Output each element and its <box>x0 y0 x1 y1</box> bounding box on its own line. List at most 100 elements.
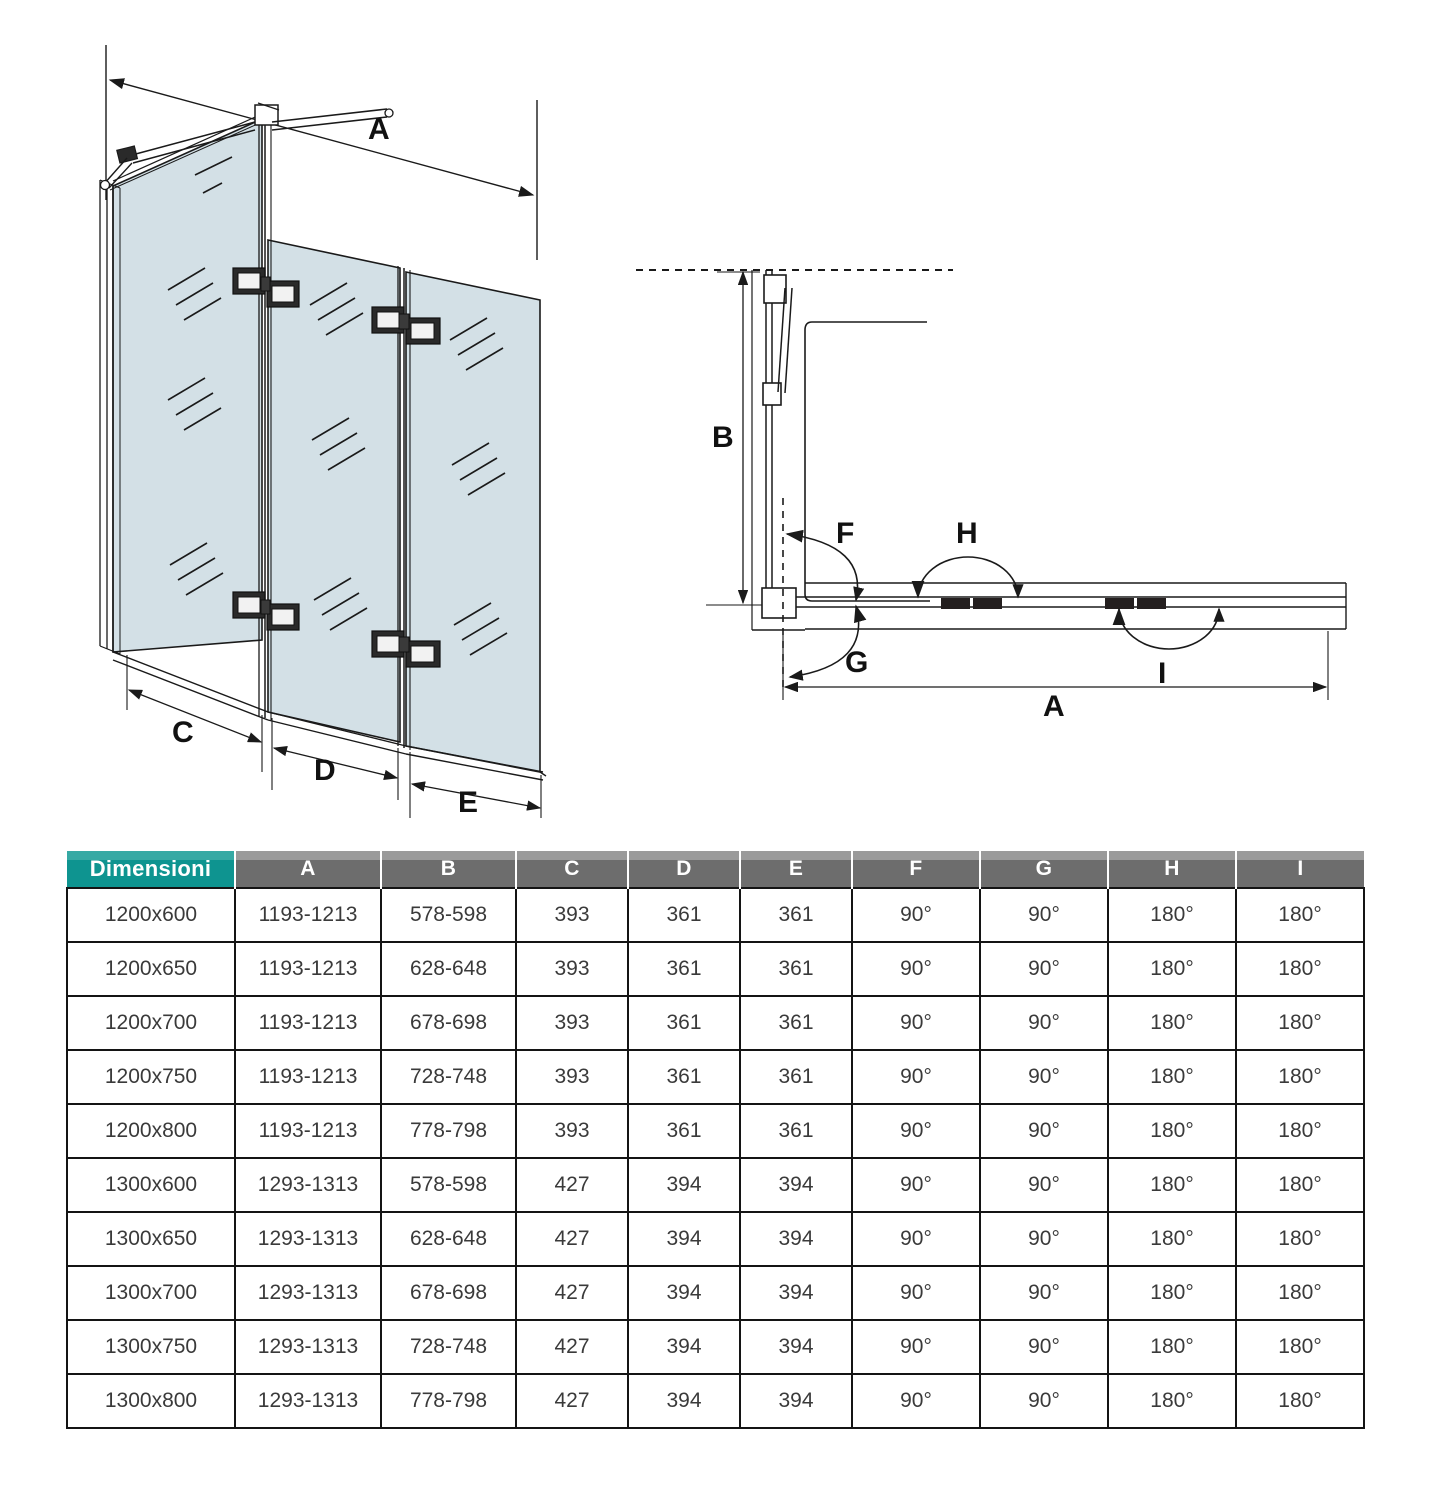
label-F: F <box>836 517 854 550</box>
cell-value-b: 778-798 <box>380 1103 517 1159</box>
cell-value-g: 90° <box>979 1373 1109 1429</box>
column-header-g: G <box>980 851 1109 888</box>
cell-value-b: 628-648 <box>380 941 517 997</box>
dim-line-d <box>272 746 399 780</box>
column-header-d: D <box>628 851 741 888</box>
glass-panel-middle <box>267 239 401 744</box>
label-H: H <box>956 517 978 550</box>
hinge-top-left <box>232 267 300 308</box>
cell-value-i: 180° <box>1235 1373 1365 1429</box>
table-header-row: Dimensioni A B C D E F G H I <box>67 851 1364 888</box>
cell-value-i: 180° <box>1235 941 1365 997</box>
cell-value-b: 728-748 <box>380 1049 517 1105</box>
cell-dimension-name: 1200x800 <box>66 1103 236 1159</box>
bottom-track <box>752 582 1347 631</box>
cell-value-a: 1193-1213 <box>234 1103 382 1159</box>
drawing-svg: A C D E B <box>99 45 1347 819</box>
cell-value-c: 427 <box>515 1265 629 1321</box>
cell-value-d: 394 <box>627 1211 741 1267</box>
cell-dimension-name: 1200x650 <box>66 941 236 997</box>
cell-value-b: 778-798 <box>380 1373 517 1429</box>
cell-value-a: 1193-1213 <box>234 941 382 997</box>
cell-value-a: 1193-1213 <box>234 887 382 943</box>
cell-value-f: 90° <box>851 1373 981 1429</box>
cell-value-f: 90° <box>851 887 981 943</box>
column-header-h: H <box>1108 851 1237 888</box>
cell-value-a: 1293-1313 <box>234 1319 382 1375</box>
plan-view-group: B <box>636 269 1347 723</box>
column-header-f: F <box>852 851 981 888</box>
cell-value-e: 394 <box>739 1319 853 1375</box>
cell-value-b: 578-598 <box>380 1157 517 1213</box>
label-G: G <box>845 646 868 679</box>
hinge-top-right <box>371 306 441 345</box>
cell-value-i: 180° <box>1235 1103 1365 1159</box>
cell-value-h: 180° <box>1107 1049 1237 1105</box>
column-header-i: I <box>1236 851 1364 888</box>
plan-hinge-blocks <box>941 598 1166 609</box>
cell-value-b: 628-648 <box>380 1211 517 1267</box>
cell-value-b: 678-698 <box>380 995 517 1051</box>
cell-value-a: 1293-1313 <box>234 1265 382 1321</box>
cell-value-d: 394 <box>627 1373 741 1429</box>
cell-value-c: 393 <box>515 941 629 997</box>
technical-drawings-area: A C D E B <box>99 45 1347 819</box>
cell-value-g: 90° <box>979 1157 1109 1213</box>
cell-value-b: 728-748 <box>380 1319 517 1375</box>
cell-value-h: 180° <box>1107 995 1237 1051</box>
cell-value-c: 427 <box>515 1373 629 1429</box>
arc-H <box>911 556 1024 599</box>
folded-panel-outline <box>804 321 930 602</box>
cell-dimension-name: 1200x700 <box>66 995 236 1051</box>
cell-value-b: 678-698 <box>380 1265 517 1321</box>
cell-value-f: 90° <box>851 995 981 1051</box>
column-header-dimensioni: Dimensioni <box>67 851 236 888</box>
cell-value-e: 361 <box>739 995 853 1051</box>
cell-value-d: 361 <box>627 887 741 943</box>
cell-value-d: 361 <box>627 1049 741 1105</box>
cell-value-h: 180° <box>1107 1265 1237 1321</box>
support-bar <box>99 102 394 191</box>
cell-value-c: 393 <box>515 1103 629 1159</box>
cell-value-e: 361 <box>739 1049 853 1105</box>
cell-value-g: 90° <box>979 1211 1109 1267</box>
cell-value-e: 394 <box>739 1157 853 1213</box>
cell-value-i: 180° <box>1235 1319 1365 1375</box>
arc-G <box>788 604 867 681</box>
label-E: E <box>458 786 478 819</box>
cell-value-e: 394 <box>739 1265 853 1321</box>
cell-value-e: 361 <box>739 1103 853 1159</box>
wall-profile-left <box>99 179 121 655</box>
cell-value-h: 180° <box>1107 1211 1237 1267</box>
cell-value-e: 394 <box>739 1211 853 1267</box>
cell-value-f: 90° <box>851 1103 981 1159</box>
dim-line-e <box>410 781 542 811</box>
cell-value-d: 361 <box>627 995 741 1051</box>
cell-value-h: 180° <box>1107 1373 1237 1429</box>
cell-dimension-name: 1300x650 <box>66 1211 236 1267</box>
cell-value-f: 90° <box>851 1049 981 1105</box>
label-A-front: A <box>368 113 390 146</box>
cell-value-a: 1193-1213 <box>234 1049 382 1105</box>
cell-value-c: 427 <box>515 1211 629 1267</box>
label-D: D <box>314 754 336 787</box>
cell-value-g: 90° <box>979 941 1109 997</box>
top-bracket <box>763 274 787 304</box>
column-header-c: C <box>516 851 629 888</box>
cell-value-c: 393 <box>515 887 629 943</box>
cell-value-i: 180° <box>1235 887 1365 943</box>
cell-value-f: 90° <box>851 1265 981 1321</box>
mullion-2 <box>397 266 411 750</box>
cell-dimension-name: 1300x750 <box>66 1319 236 1375</box>
cell-dimension-name: 1300x600 <box>66 1157 236 1213</box>
cell-value-f: 90° <box>851 941 981 997</box>
cell-value-a: 1293-1313 <box>234 1157 382 1213</box>
cell-value-i: 180° <box>1235 1049 1365 1105</box>
